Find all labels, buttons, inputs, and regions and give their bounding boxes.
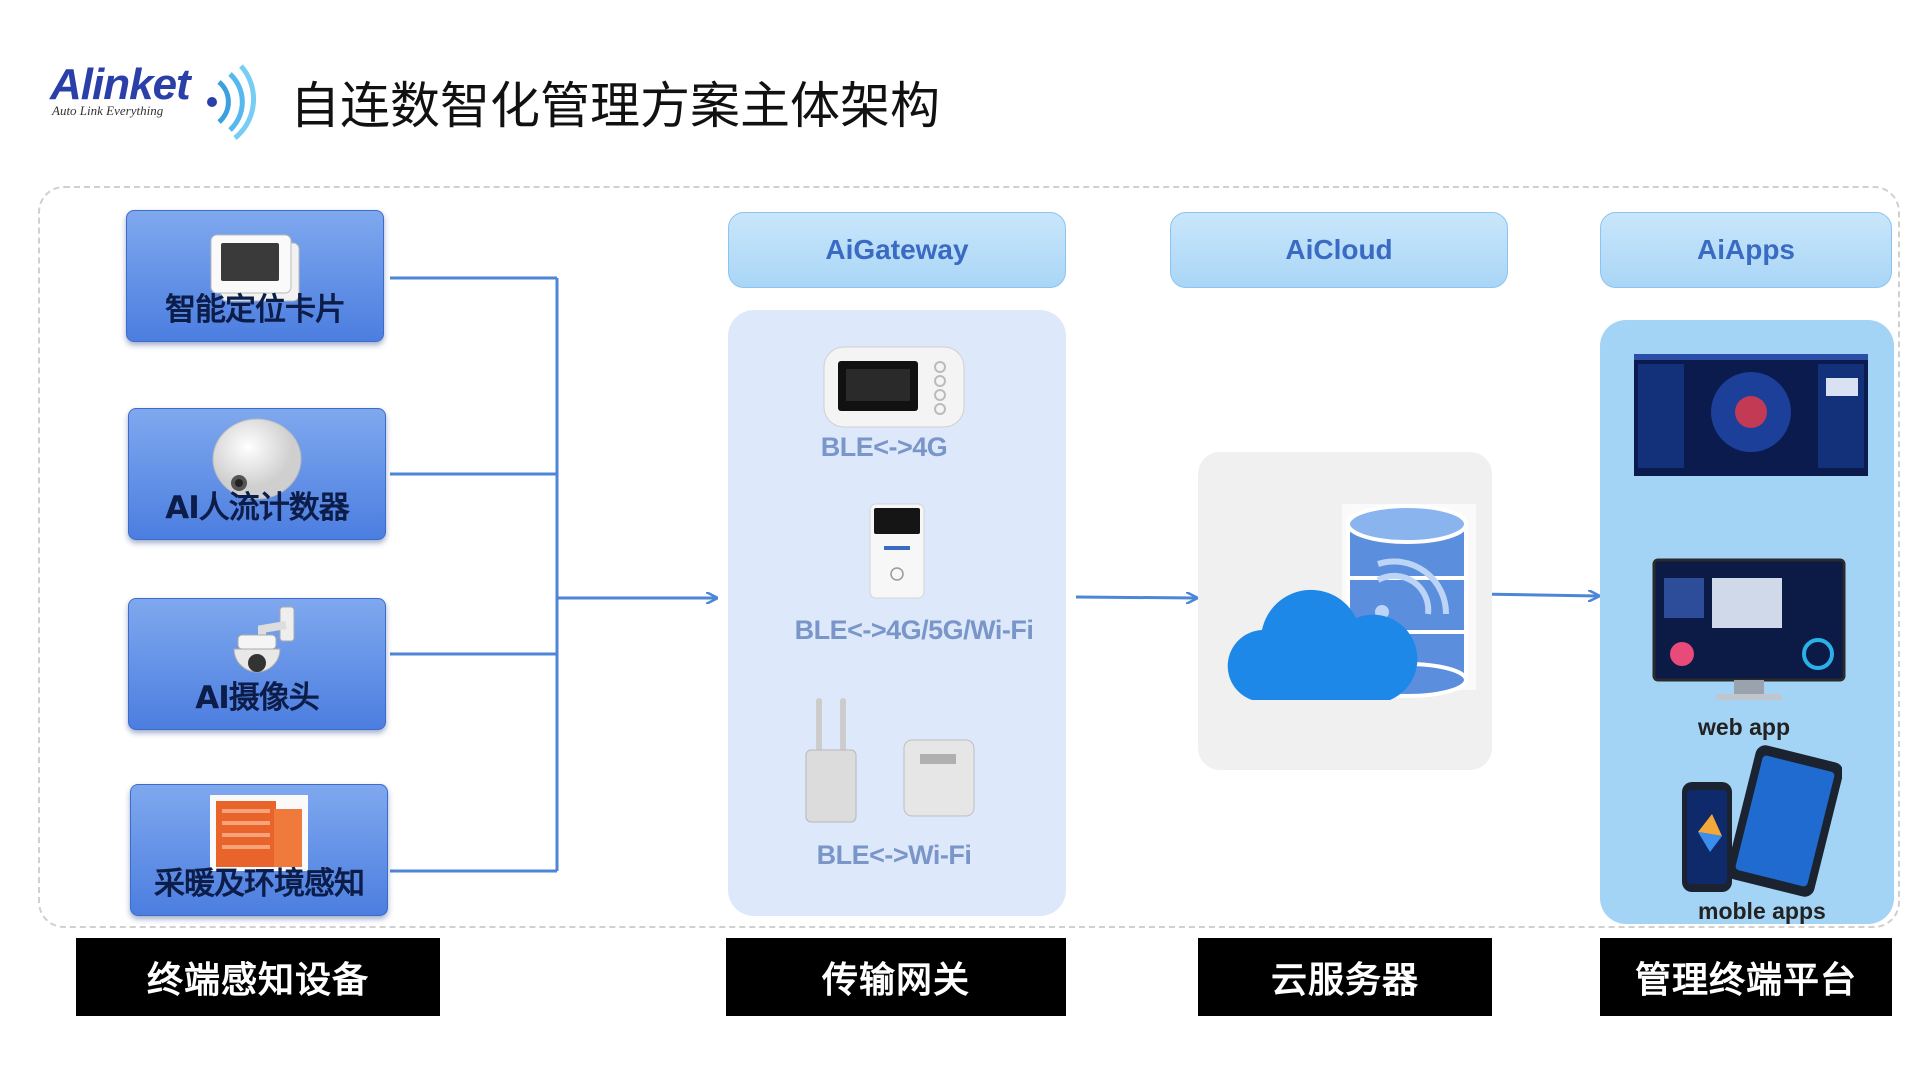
gateway-label-4g: BLE<->4G [820,432,948,462]
device-label: 智能定位卡片 [165,292,346,328]
people-counter-icon [212,418,302,500]
device-card-positioning[interactable]: 智能定位卡片 [126,210,384,342]
logo-tagline: Auto Link Everything [52,103,164,118]
gateway-wifi-icon [805,698,975,823]
bottom-bar-cloud: 云服务器 [1198,938,1492,1016]
device-card-people-counter[interactable]: AI人流计数器 [128,408,386,540]
device-label: 采暖及环境感知 [154,866,365,902]
gateway-4g-icon [823,346,965,428]
alinket-logo [44,52,274,142]
bottom-bar-apps: 管理终端平台 [1600,938,1892,1016]
device-label: AI摄像头 [195,680,320,716]
web-app-monitor-icon [1652,558,1846,700]
column-header-apps: AiApps [1600,212,1892,288]
gateway-label-multi: BLE<->4G/5G/Wi-Fi [794,615,1034,645]
dashboard-screen-icon [1634,354,1868,476]
device-label: AI人流计数器 [165,490,350,526]
mobile-apps-label: moble apps [1698,898,1826,924]
gateway-label-wifi: BLE<->Wi-Fi [816,840,972,870]
positioning-card-icon [210,234,300,302]
logo-text: Alinket [50,60,191,109]
camera-icon [233,606,295,673]
diagram-frame [38,186,1900,928]
page-title: 自连数智化管理方案主体架构 [290,77,940,135]
column-header-cloud: AiCloud [1170,212,1508,288]
heating-sensor-icon [210,795,308,871]
device-card-heating-env[interactable]: 采暖及环境感知 [130,784,388,916]
bottom-bar-devices: 终端感知设备 [76,938,440,1016]
mobile-apps-icon [1682,745,1842,897]
gateway-multi-icon [869,503,925,599]
device-card-camera[interactable]: AI摄像头 [128,598,386,730]
web-app-label: web app [1698,714,1791,740]
column-header-gateway: AiGateway [728,212,1066,288]
cloud-server-icon [1227,504,1476,700]
bottom-bar-gateway: 传输网关 [726,938,1066,1016]
